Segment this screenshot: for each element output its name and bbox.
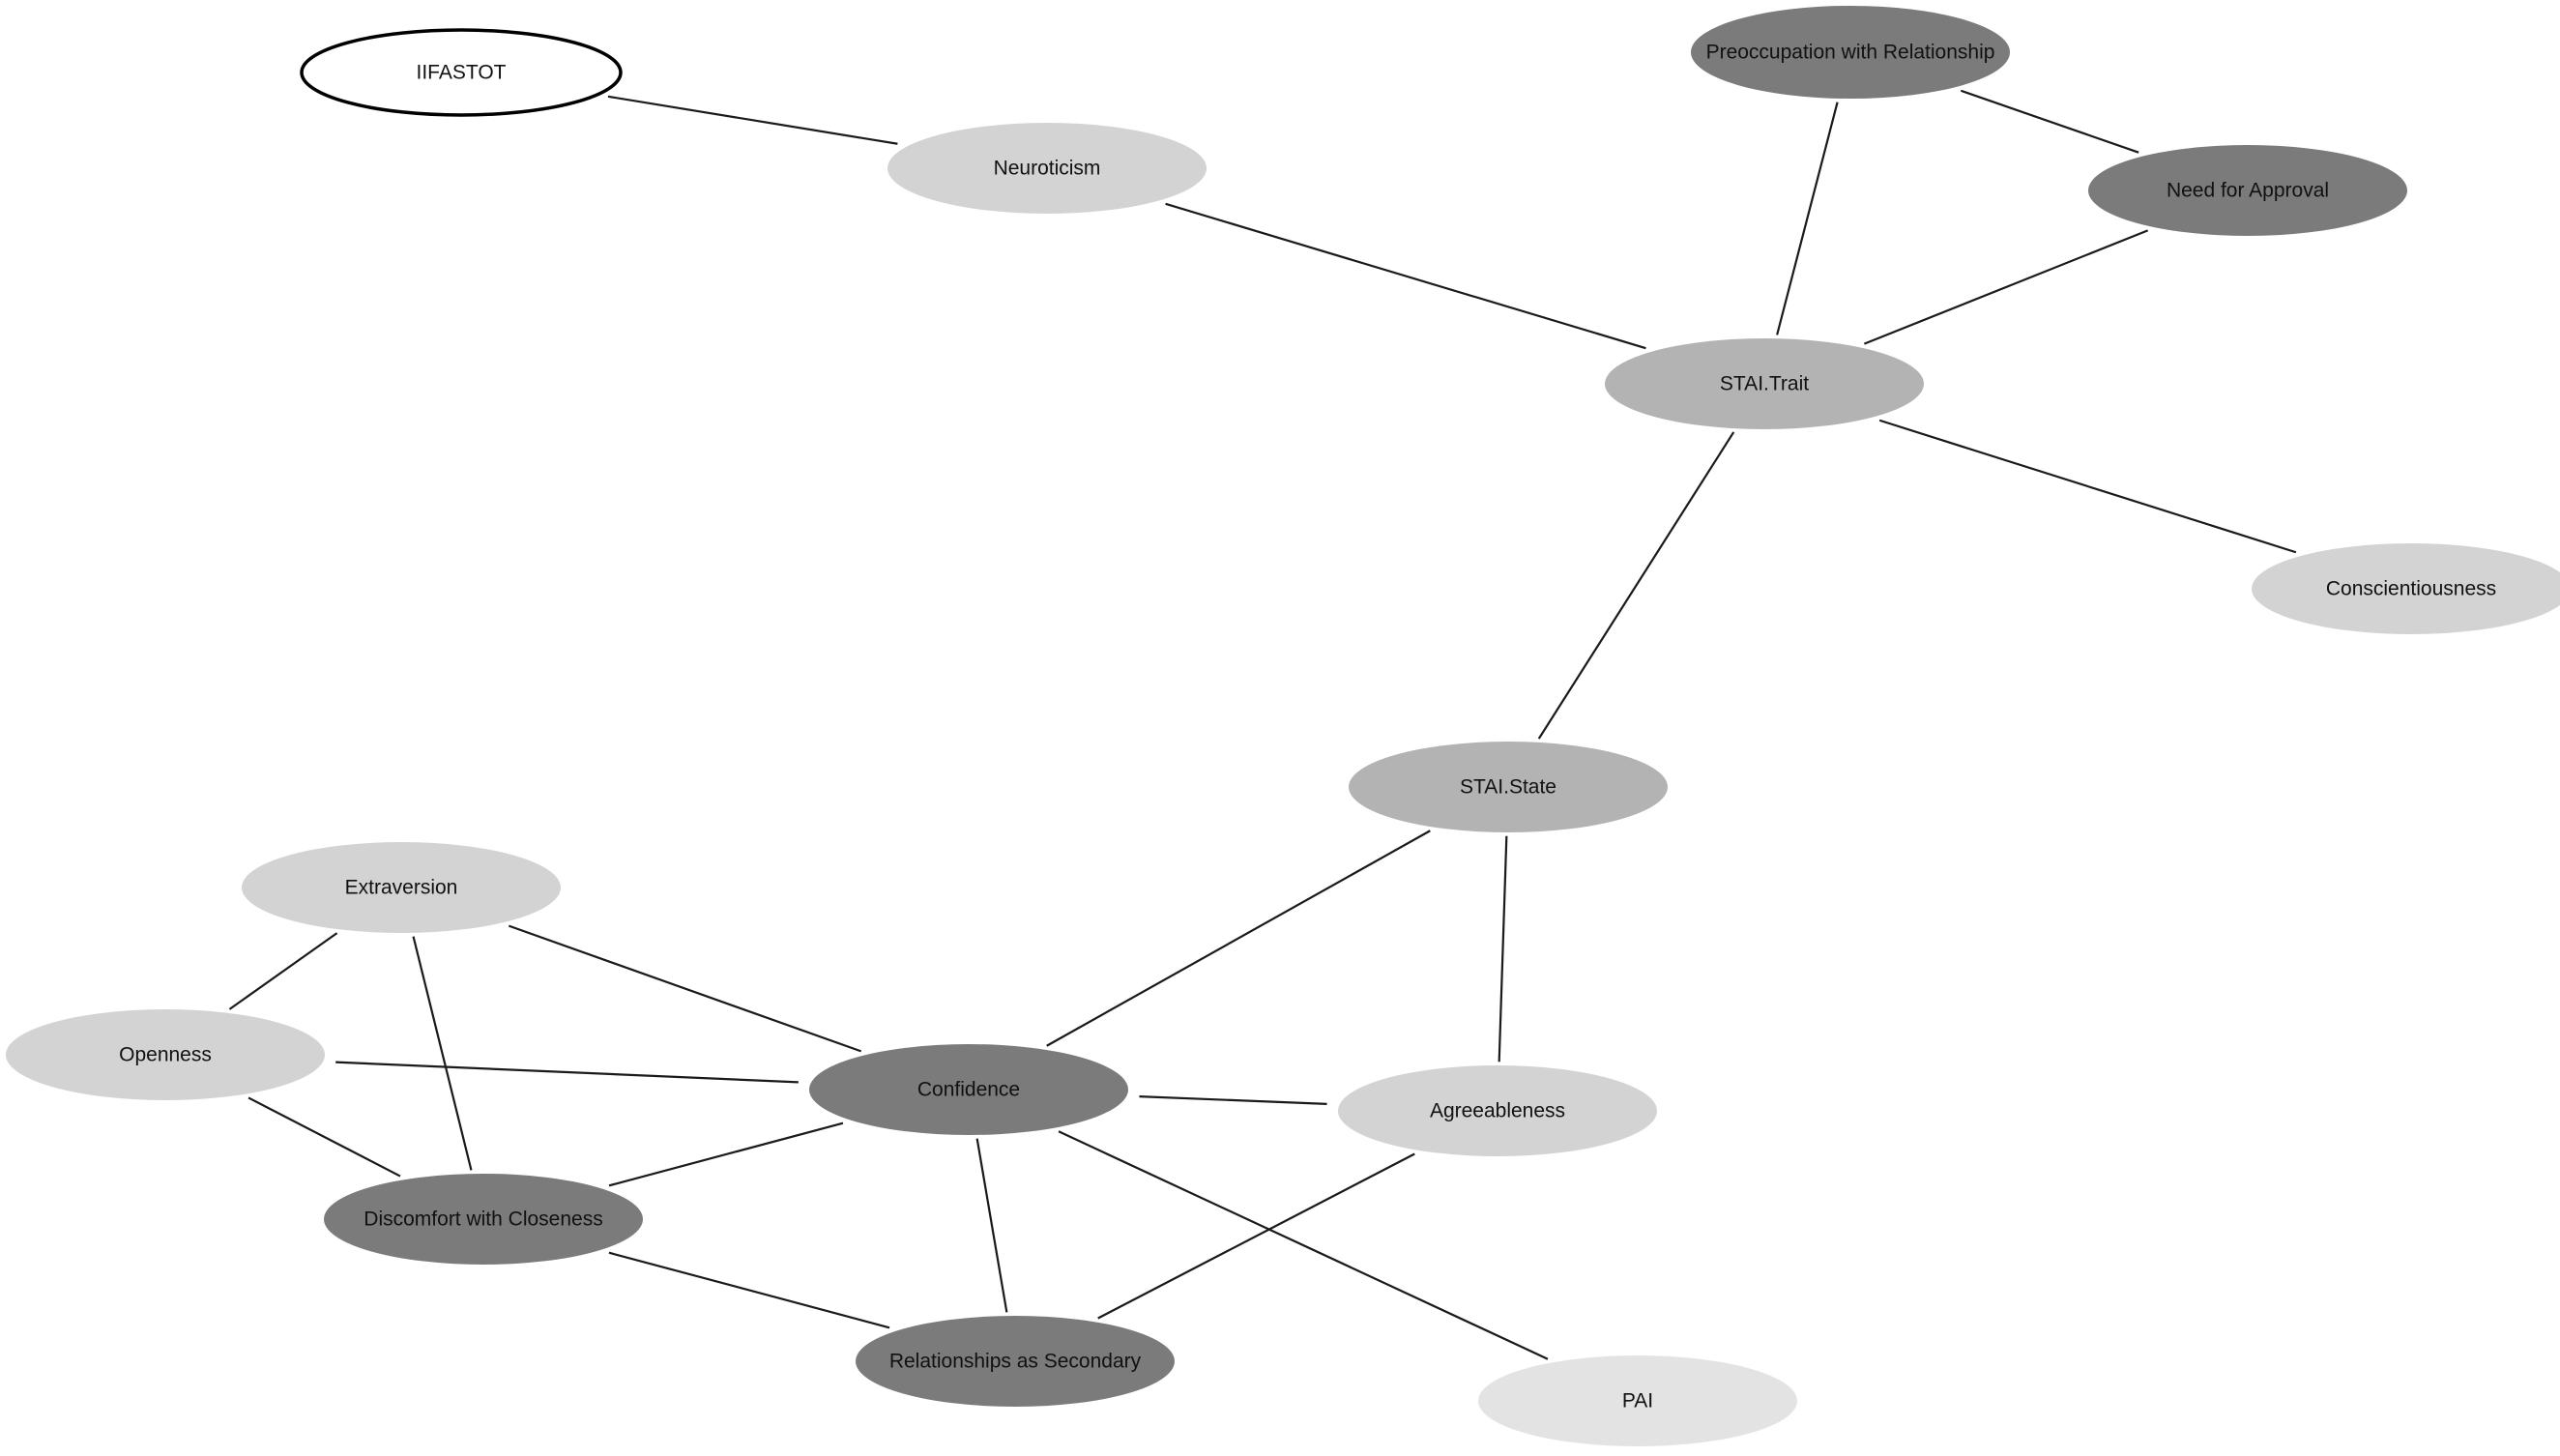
node-discomfort-with-closeness[interactable]: Discomfort with Closeness (324, 1174, 643, 1265)
node-confidence[interactable]: Confidence (809, 1044, 1128, 1135)
node-neuroticism-shape (887, 123, 1207, 214)
node-preoccupation-with-relationship[interactable]: Preoccupation with Relationship (1691, 6, 2010, 99)
node-relationships-as-secondary-label: Relationships as Secondary (889, 1351, 1142, 1373)
node-stai-state-shape (1349, 742, 1668, 832)
edge-openness-confidence (335, 1061, 799, 1084)
edge-stai_trait-stai_state (1537, 431, 1735, 740)
node-stai-trait-shape (1605, 338, 1924, 429)
node-agreeableness[interactable]: Agreeableness (1338, 1065, 1657, 1156)
edges-layer (228, 89, 2297, 1360)
node-conscientiousness-shape (2252, 543, 2560, 634)
edge-confidence-agreeableness (1139, 1094, 1327, 1106)
node-preoccupation-label: Preoccupation with Relationship (1706, 42, 1995, 64)
node-conscientiousness[interactable]: Conscientiousness (2252, 543, 2560, 634)
node-extraversion-shape (242, 842, 561, 933)
node-iifastot-label: IIFASTOT (417, 62, 507, 84)
edge-iifastot-neuroticism (607, 95, 898, 145)
edge-stai_state-agreeableness (1498, 835, 1508, 1063)
nodes-layer: IIFASTOT Neuroticism Preoccupation with … (6, 6, 2560, 1446)
node-discomfort-shape (324, 1174, 643, 1265)
edge-confidence-pai (1058, 1130, 1549, 1360)
node-pai-label: PAI (1622, 1390, 1653, 1412)
node-relationships-as-secondary-shape (856, 1316, 1175, 1407)
edge-preoccupation-stai_trait (1776, 102, 1839, 335)
node-need-for-approval[interactable]: Need for Approval (2088, 145, 2407, 236)
node-pai-shape (1478, 1355, 1797, 1446)
node-preoccupation-shape (1691, 6, 2010, 99)
node-extraversion[interactable]: Extraversion (242, 842, 561, 933)
node-iifastot[interactable]: IIFASTOT (300, 28, 623, 117)
node-iifastot-shape (300, 28, 623, 117)
node-openness-shape (6, 1009, 325, 1100)
node-openness-label: Openness (119, 1044, 212, 1066)
edge-discomfort-rel_secondary (608, 1251, 890, 1329)
edge-extraversion-confidence (508, 924, 862, 1053)
edge-extraversion-discomfort (412, 936, 473, 1171)
edge-confidence-rel_secondary (975, 1138, 1008, 1313)
edge-confidence-discomfort (608, 1121, 844, 1187)
node-openness[interactable]: Openness (6, 1009, 325, 1100)
edge-openness-discomfort (247, 1096, 401, 1178)
edge-extraversion-openness (228, 932, 338, 1010)
edge-preoccupation-need_approval (1960, 89, 2139, 154)
node-stai-state-label: STAI.State (1460, 776, 1556, 799)
node-discomfort-label: Discomfort with Closeness (364, 1208, 602, 1231)
edge-stai_state-confidence (1046, 830, 1431, 1047)
node-confidence-shape (809, 1044, 1128, 1135)
node-agreeableness-shape (1338, 1065, 1657, 1156)
edge-stai_trait-conscientiousness (1878, 419, 2297, 554)
edge-neuroticism-stai_trait (1165, 202, 1646, 350)
node-stai-trait-label: STAI.Trait (1720, 373, 1809, 395)
node-relationships-as-secondary[interactable]: Relationships as Secondary (856, 1316, 1175, 1407)
node-extraversion-label: Extraversion (345, 877, 458, 899)
node-confidence-label: Confidence (917, 1079, 1020, 1101)
node-stai-trait[interactable]: STAI.Trait (1605, 338, 1924, 429)
edge-agreeableness-rel_secondary (1097, 1152, 1415, 1320)
node-neuroticism[interactable]: Neuroticism (887, 123, 1207, 214)
node-pai[interactable]: PAI (1478, 1355, 1797, 1446)
node-stai-state[interactable]: STAI.State (1349, 742, 1668, 832)
node-conscientiousness-label: Conscientiousness (2326, 578, 2496, 600)
node-need-for-approval-shape (2088, 145, 2407, 236)
node-neuroticism-label: Neuroticism (994, 158, 1101, 180)
node-agreeableness-label: Agreeableness (1430, 1100, 1565, 1122)
node-need-for-approval-label: Need for Approval (2167, 180, 2329, 202)
edge-need_approval-stai_trait (1863, 229, 2149, 345)
